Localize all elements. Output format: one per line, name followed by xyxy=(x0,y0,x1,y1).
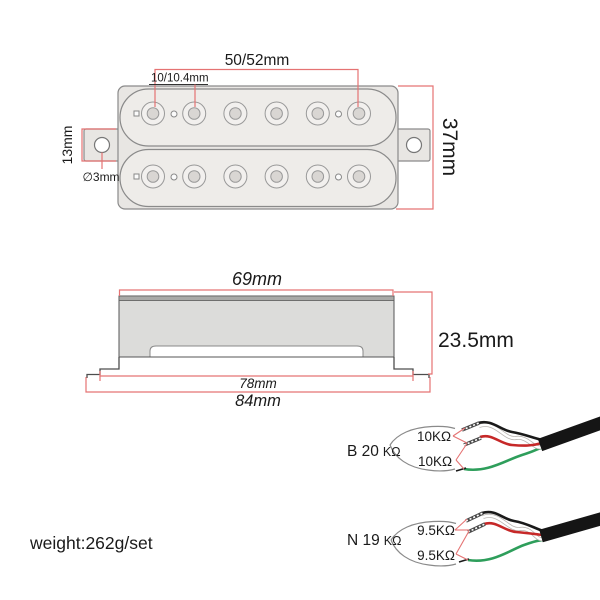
side-bobbin-slot xyxy=(149,345,364,357)
right-tab-hole xyxy=(405,136,423,154)
side-top-plate xyxy=(118,295,395,301)
left-tab-hole xyxy=(93,136,111,154)
dim-label-top-width: 69mm xyxy=(232,269,282,289)
top-view-dimensions: 50/52mm 10/10.4mm 37mm 13mm ∅3mm xyxy=(59,52,461,210)
coil-bottom xyxy=(119,148,397,208)
bridge-green-junction xyxy=(455,467,467,472)
side-view-dimensions: 69mm 23.5mm 78mm 84mm xyxy=(85,269,514,410)
neck-coil1-label: 9.5KΩ xyxy=(417,523,455,538)
neck-cable xyxy=(539,512,600,543)
dim-label-pole-span: 50/52mm xyxy=(225,52,290,69)
bridge-black-wire xyxy=(477,420,543,442)
pole-pieces-row1 xyxy=(133,101,371,126)
bridge-pod-top xyxy=(389,425,456,446)
bridge-leaders xyxy=(452,427,468,470)
dim-line-pole-span xyxy=(154,68,359,107)
bridge-red-wire xyxy=(479,434,543,447)
dim-line-tab-width xyxy=(81,128,116,162)
pole-pieces-row2 xyxy=(133,164,371,189)
bridge-cable xyxy=(537,416,600,452)
neck-splices xyxy=(465,511,486,534)
neck-pod-top xyxy=(390,520,457,541)
dim-line-base-width xyxy=(99,371,414,377)
bridge-coil2-label: 10KΩ xyxy=(418,454,452,469)
dim-label-hole-diameter: ∅3mm xyxy=(82,170,119,184)
bridge-coil1-label: 10KΩ xyxy=(417,429,451,444)
bridge-pod-bottom xyxy=(389,444,456,472)
neck-black-wire xyxy=(481,510,544,533)
neck-red-wire xyxy=(483,521,544,537)
pickup-side-view xyxy=(86,295,430,378)
neck-green-wire xyxy=(467,538,544,563)
neck-coil2-label: 9.5KΩ xyxy=(417,548,455,563)
bridge-green-wire xyxy=(463,446,543,472)
weight-label: weight:262g/set xyxy=(29,533,153,553)
neck-pod-bottom xyxy=(390,539,457,567)
dim-label-full-width: 84mm xyxy=(235,392,281,410)
bridge-white-wire xyxy=(478,423,543,449)
neck-white-wire xyxy=(482,514,544,541)
neck-leaders xyxy=(454,518,470,561)
dim-line-top-width xyxy=(118,289,394,296)
dim-line-full-width xyxy=(85,377,431,393)
dim-label-side-height: 23.5mm xyxy=(438,329,514,352)
side-left-foot xyxy=(86,357,120,378)
dim-label-pole-spacing: 10/10.4mm xyxy=(151,73,209,85)
dim-label-base-width: 78mm xyxy=(239,376,277,391)
pickup-top-view xyxy=(83,85,431,210)
dim-label-tab-width: 13mm xyxy=(59,126,75,165)
side-right-foot xyxy=(393,357,430,378)
dim-line-side-height xyxy=(394,291,433,375)
dim-line-height xyxy=(396,85,434,210)
dim-label-height: 37mm xyxy=(438,118,461,176)
